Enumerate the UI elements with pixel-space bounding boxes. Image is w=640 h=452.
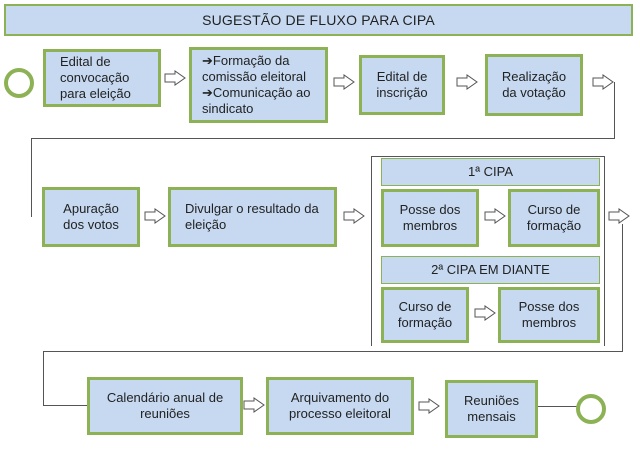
cipa-group-right-line bbox=[604, 156, 605, 346]
arquivamento-label: Arquivamento do processo eleitoral bbox=[289, 390, 391, 421]
arrow-11 bbox=[418, 398, 440, 414]
start-circle bbox=[4, 68, 34, 98]
end-circle bbox=[576, 394, 606, 424]
divulgar-resultado-label: Divulgar o resultado da eleição bbox=[185, 201, 319, 232]
connector-2-vertical-right bbox=[622, 224, 623, 352]
primeira-cipa-header-label: 1ª CIPA bbox=[467, 164, 514, 179]
edital-convocacao-box: Edital de convocação para eleição bbox=[43, 49, 161, 107]
segunda-cipa-posse-box: Posse dos membros bbox=[498, 287, 600, 343]
diagram-title: SUGESTÃO DE FLUXO PARA CIPA bbox=[4, 4, 633, 36]
realizacao-votacao-label: Realização da votação bbox=[501, 69, 567, 100]
formacao-list: ➔Formação da comissão eleitoral ➔Comunic… bbox=[202, 53, 325, 117]
connector-1-horizontal bbox=[31, 138, 615, 139]
edital-inscricao-label: Edital de inscrição bbox=[376, 69, 428, 100]
primeira-cipa-curso-label: Curso de formação bbox=[526, 202, 582, 233]
cipa-group-left-line bbox=[371, 156, 372, 346]
arrow-6 bbox=[343, 208, 365, 224]
connector-2-horizontal bbox=[43, 351, 623, 352]
connector-2-to-calendario bbox=[43, 405, 87, 406]
edital-convocacao-label: Edital de convocação para eleição bbox=[60, 54, 131, 101]
arquivamento-box: Arquivamento do processo eleitoral bbox=[266, 377, 414, 435]
reunioes-mensais-box: Reuniões mensais bbox=[445, 380, 538, 438]
arrow-9 bbox=[474, 305, 496, 321]
realizacao-votacao-box: Realização da votação bbox=[485, 54, 583, 116]
arrow-8 bbox=[608, 208, 630, 224]
arrow-7 bbox=[484, 208, 506, 224]
segunda-cipa-curso-label: Curso de formação bbox=[397, 299, 453, 330]
segunda-cipa-header: 2ª CIPA EM DIANTE bbox=[381, 256, 600, 284]
connector-to-end bbox=[538, 406, 578, 407]
divulgar-resultado-box: Divulgar o resultado da eleição bbox=[168, 187, 337, 247]
primeira-cipa-posse-label: Posse dos membros bbox=[399, 202, 461, 233]
segunda-cipa-header-label: 2ª CIPA EM DIANTE bbox=[431, 262, 550, 277]
arrow-3 bbox=[456, 74, 478, 90]
arrow-10 bbox=[243, 397, 265, 413]
comunicacao-sindicato-label: ➔Comunicação ao sindicato bbox=[202, 85, 311, 116]
calendario-reunioes-box: Calendário anual de reuniões bbox=[87, 377, 243, 435]
arrow-4 bbox=[592, 74, 614, 90]
segunda-cipa-curso-box: Curso de formação bbox=[381, 287, 469, 343]
calendario-reunioes-label: Calendário anual de reuniões bbox=[106, 390, 224, 421]
primeira-cipa-header: 1ª CIPA bbox=[381, 158, 600, 186]
segunda-cipa-posse-label: Posse dos membros bbox=[518, 299, 580, 330]
connector-1-vertical-right bbox=[614, 82, 615, 139]
cipa-group-top-line bbox=[371, 156, 605, 157]
primeira-cipa-curso-box: Curso de formação bbox=[508, 189, 600, 247]
formacao-comissao-box: ➔Formação da comissão eleitoral ➔Comunic… bbox=[189, 47, 328, 123]
arrow-1 bbox=[164, 70, 186, 86]
connector-1-vertical-left bbox=[31, 138, 32, 217]
primeira-cipa-posse-box: Posse dos membros bbox=[381, 189, 479, 247]
formacao-comissao-label: ➔Formação da comissão eleitoral bbox=[202, 53, 307, 84]
connector-2-vertical-left bbox=[43, 351, 44, 406]
apuracao-votos-box: Apuração dos votos bbox=[42, 187, 140, 247]
arrow-2 bbox=[333, 74, 355, 90]
apuracao-votos-label: Apuração dos votos bbox=[63, 201, 119, 232]
arrow-5 bbox=[144, 208, 166, 224]
reunioes-mensais-label: Reuniões mensais bbox=[464, 393, 519, 424]
edital-inscricao-box: Edital de inscrição bbox=[359, 55, 445, 115]
